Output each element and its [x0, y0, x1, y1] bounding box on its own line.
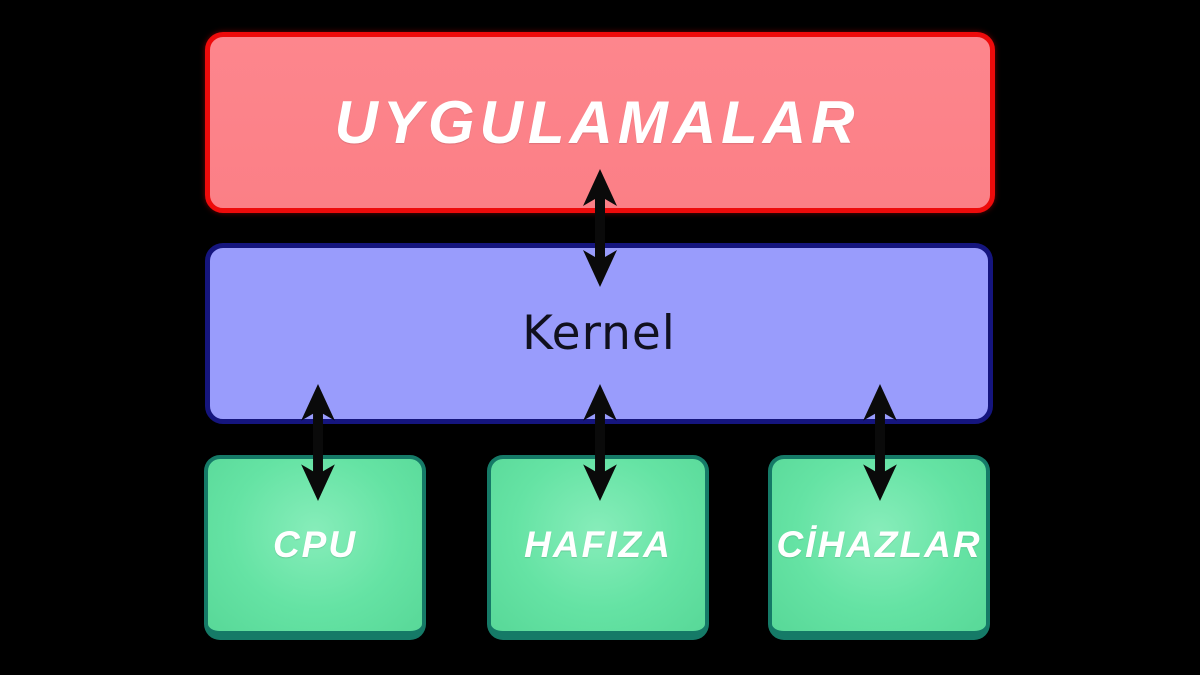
memory-box: HAFIZA — [487, 455, 709, 640]
devices-label: CİHAZLAR — [776, 524, 982, 565]
memory-label: HAFIZA — [524, 524, 672, 565]
applications-label: UYGULAMALAR — [334, 89, 860, 156]
cpu-box: CPU — [204, 455, 426, 640]
devices-box: CİHAZLAR — [768, 455, 990, 640]
kernel-box: Kernel — [205, 243, 993, 424]
kernel-label: Kernel — [522, 306, 676, 361]
cpu-label: CPU — [272, 524, 358, 565]
applications-box: UYGULAMALAR — [205, 32, 995, 213]
